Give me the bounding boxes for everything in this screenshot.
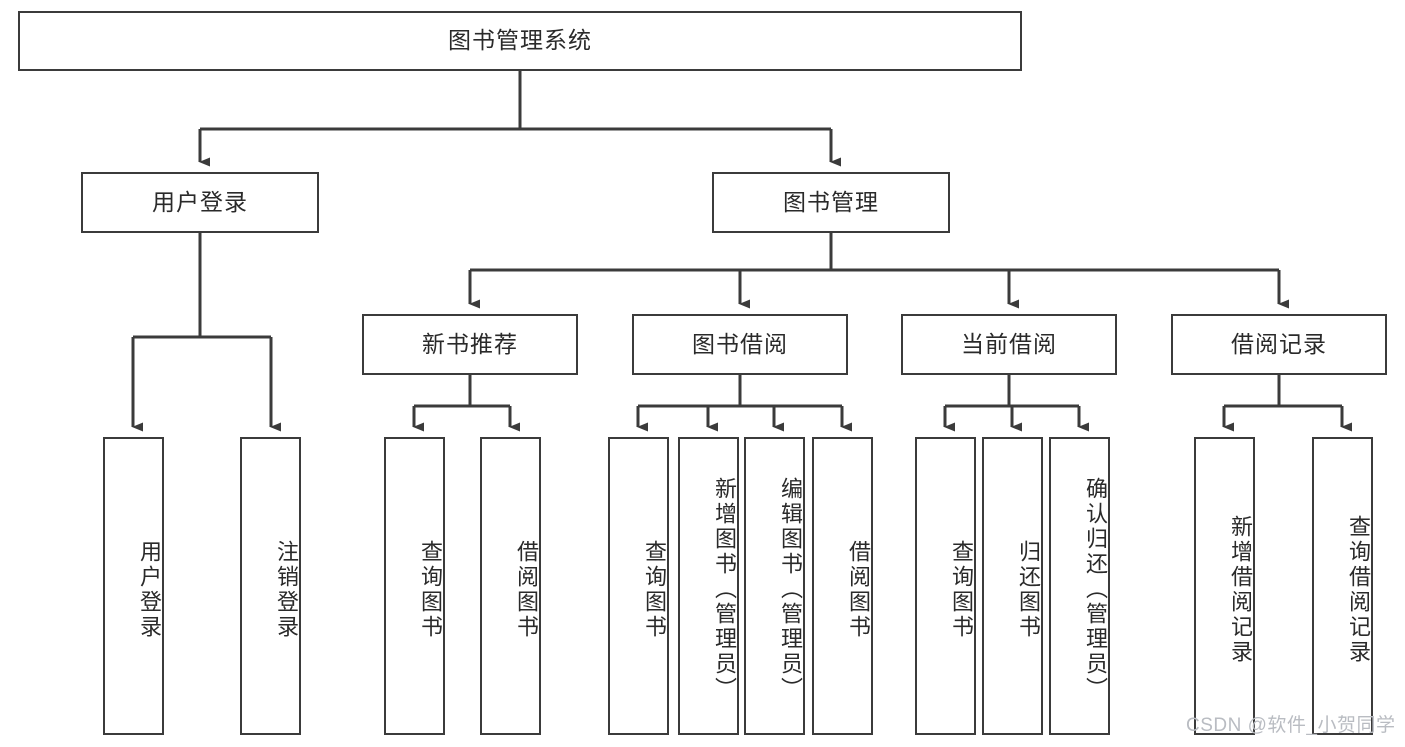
node-leaf-confirm-return-label: 确认归还（管理员） (1083, 476, 1108, 702)
node-leaf-logout[interactable]: 注销登录 (240, 437, 301, 735)
node-leaf-borrow-book-1-label: 借阅图书 (514, 540, 539, 640)
node-user-login-label: 用户登录 (152, 188, 248, 215)
node-current-borrow[interactable]: 当前借阅 (901, 314, 1117, 375)
root-to-level1-connectors (198, 71, 841, 167)
node-root-label: 图书管理系统 (448, 27, 592, 54)
node-leaf-borrow-book-2-label: 借阅图书 (846, 540, 871, 640)
node-leaf-add-book[interactable]: 新增图书（管理员） (678, 437, 739, 735)
node-leaf-query-book-1-label: 查询图书 (418, 540, 443, 640)
book-borrow-to-leaves-connectors (636, 375, 852, 432)
node-book-borrow-label: 图书借阅 (692, 330, 788, 357)
node-leaf-borrow-book-1[interactable]: 借阅图书 (480, 437, 541, 735)
node-leaf-borrow-book-2[interactable]: 借阅图书 (812, 437, 873, 735)
node-borrow-record-label: 借阅记录 (1231, 330, 1327, 357)
node-new-book-recommend[interactable]: 新书推荐 (362, 314, 578, 375)
csdn-watermark: CSDN @软件_小贺同学 (1186, 715, 1396, 736)
user-login-to-leaves-connectors (131, 233, 281, 432)
node-user-login[interactable]: 用户登录 (81, 172, 319, 233)
node-leaf-query-book-3-label: 查询图书 (949, 540, 974, 640)
book-manage-to-level2-connectors (468, 233, 1289, 309)
node-leaf-edit-book[interactable]: 编辑图书（管理员） (744, 437, 805, 735)
node-leaf-user-login[interactable]: 用户登录 (103, 437, 164, 735)
node-leaf-query-book-2[interactable]: 查询图书 (608, 437, 669, 735)
node-leaf-return-book-label: 归还图书 (1016, 540, 1041, 640)
node-new-book-recommend-label: 新书推荐 (422, 330, 518, 357)
node-leaf-add-record-label: 新增借阅记录 (1228, 515, 1253, 665)
node-book-manage-label: 图书管理 (783, 188, 879, 215)
current-borrow-to-leaves-connectors (943, 375, 1089, 432)
node-book-manage[interactable]: 图书管理 (712, 172, 950, 233)
node-leaf-user-login-label: 用户登录 (137, 540, 162, 640)
node-leaf-query-record-label: 查询借阅记录 (1346, 515, 1371, 665)
node-leaf-logout-label: 注销登录 (274, 540, 299, 640)
borrow-record-to-leaves-connectors (1222, 375, 1352, 432)
node-leaf-edit-book-label: 编辑图书（管理员） (778, 476, 803, 702)
node-leaf-add-record[interactable]: 新增借阅记录 (1194, 437, 1255, 735)
node-current-borrow-label: 当前借阅 (961, 330, 1057, 357)
node-leaf-query-book-3[interactable]: 查询图书 (915, 437, 976, 735)
node-leaf-query-book-1[interactable]: 查询图书 (384, 437, 445, 735)
node-leaf-add-book-label: 新增图书（管理员） (712, 476, 737, 702)
node-root[interactable]: 图书管理系统 (18, 11, 1022, 71)
node-leaf-confirm-return[interactable]: 确认归还（管理员） (1049, 437, 1110, 735)
node-leaf-return-book[interactable]: 归还图书 (982, 437, 1043, 735)
node-leaf-query-book-2-label: 查询图书 (642, 540, 667, 640)
node-leaf-query-record[interactable]: 查询借阅记录 (1312, 437, 1373, 735)
node-borrow-record[interactable]: 借阅记录 (1171, 314, 1387, 375)
node-book-borrow[interactable]: 图书借阅 (632, 314, 848, 375)
new-book-recommend-to-leaves-connectors (412, 375, 520, 432)
